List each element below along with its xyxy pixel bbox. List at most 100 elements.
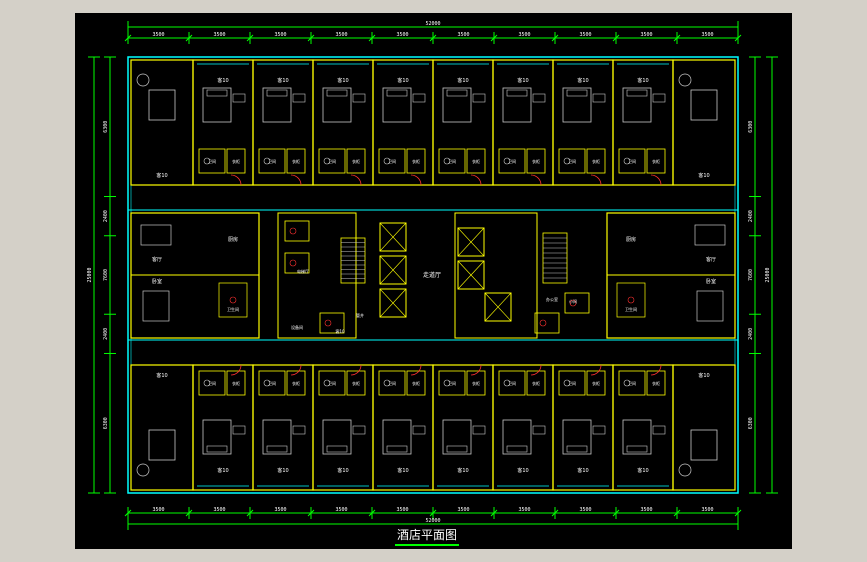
top-bathroom xyxy=(558,148,586,174)
pipe-shaft-label: 管井 xyxy=(356,312,364,318)
top-door-swing xyxy=(410,174,422,186)
top-bathroom-label: 卫间 xyxy=(208,158,216,164)
dim-bottom-slash xyxy=(368,509,376,517)
service-core xyxy=(277,212,590,339)
top-pillow xyxy=(326,89,348,97)
bottom-room-label: 客10 xyxy=(457,467,468,474)
dim-top-value: 3500 xyxy=(457,32,469,38)
dim-top-value: 3500 xyxy=(396,32,408,38)
dim-bottom-slash xyxy=(246,509,254,517)
dim-left-total-value: 25000 xyxy=(87,267,93,282)
bottom-nightstand xyxy=(532,425,546,435)
dim-top-slash xyxy=(429,34,437,42)
bottom-bathroom xyxy=(498,370,526,396)
top-bathroom xyxy=(498,148,526,174)
small-room-label: 小间 xyxy=(569,298,577,304)
bottom-nightstand xyxy=(232,425,246,435)
dim-bottom-slash xyxy=(307,509,315,517)
top-toilet xyxy=(623,157,631,165)
top-bathroom-label: 卫间 xyxy=(628,158,636,164)
top-closet-label: 衣柜 xyxy=(412,158,420,164)
top-pillow xyxy=(386,89,408,97)
bottom-bed xyxy=(322,419,352,455)
bottom-bathroom-label: 卫间 xyxy=(448,380,456,386)
dim-bottom-slash xyxy=(490,509,498,517)
bottom-closet-label: 衣柜 xyxy=(412,380,420,386)
dim-right-value: 7600 xyxy=(748,269,754,281)
dim-bottom-value: 3500 xyxy=(152,507,164,513)
bottom-bed xyxy=(262,419,292,455)
dim-right-total-value: 25000 xyxy=(765,267,771,282)
bottom-nightstand xyxy=(472,425,486,435)
elevator-cross xyxy=(457,260,485,290)
top-closet xyxy=(226,148,246,174)
core-fixture xyxy=(289,227,297,235)
dim-bottom-value: 3500 xyxy=(518,507,530,513)
dim-bottom-slash xyxy=(551,509,559,517)
bottom-bed xyxy=(622,419,652,455)
bottom-toilet xyxy=(203,379,211,387)
dim-left-value: 2400 xyxy=(103,328,109,340)
top-bathroom-label: 卫间 xyxy=(268,158,276,164)
core-fixture xyxy=(324,319,332,327)
bottom-room-label: 客10 xyxy=(397,467,408,474)
bottom-corner-bed xyxy=(148,429,176,461)
top-bathroom xyxy=(258,148,286,174)
bottom-door-swing xyxy=(530,364,542,376)
bottom-corner-suite xyxy=(130,364,194,491)
dim-top-value: 3500 xyxy=(335,32,347,38)
top-closet-label: 衣柜 xyxy=(592,158,600,164)
left-suite-bathroom xyxy=(218,282,248,318)
dim-top-slash xyxy=(612,34,620,42)
top-closet-label: 衣柜 xyxy=(232,158,240,164)
bottom-pillow xyxy=(566,445,588,453)
bottom-toilet xyxy=(323,379,331,387)
top-corner-bed xyxy=(148,89,176,121)
dim-left-value: 2400 xyxy=(103,210,109,222)
bottom-pillow xyxy=(446,445,468,453)
core-fixture xyxy=(539,319,547,327)
left-kitchen-label: 厨房 xyxy=(228,236,238,243)
right-suite-toilet xyxy=(627,296,635,304)
elevator-cross xyxy=(484,292,512,322)
top-closet xyxy=(526,148,546,174)
top-corner-table xyxy=(678,73,692,87)
top-bathroom xyxy=(618,148,646,174)
core-room-label: 客10 xyxy=(335,328,345,334)
core-small-room xyxy=(284,220,310,242)
top-toilet xyxy=(443,157,451,165)
top-bathroom-label: 卫间 xyxy=(508,158,516,164)
dim-top-value: 3500 xyxy=(213,32,225,38)
elevator-shaft xyxy=(379,222,407,252)
top-room-label: 客10 xyxy=(637,77,648,84)
top-pillow xyxy=(446,89,468,97)
elevator-cross xyxy=(457,227,485,257)
elevator-hall-label: 电梯厅 xyxy=(297,268,309,274)
top-pillow xyxy=(626,89,648,97)
bottom-door-swing xyxy=(650,364,662,376)
core-fixture xyxy=(289,259,297,267)
drawing-title: 酒店平面图 xyxy=(395,526,460,546)
top-room-label: 客10 xyxy=(217,77,228,84)
guest-rooms-top xyxy=(130,59,736,186)
top-closet-label: 衣柜 xyxy=(352,158,360,164)
bottom-corner-label: 客10 xyxy=(156,372,167,379)
bottom-room-label: 客10 xyxy=(217,467,228,474)
top-closet-label: 衣柜 xyxy=(652,158,660,164)
top-pillow xyxy=(266,89,288,97)
dim-bottom-slash xyxy=(673,509,681,517)
side-suites xyxy=(130,212,736,339)
bottom-corner-label: 客10 xyxy=(698,372,709,379)
top-toilet xyxy=(263,157,271,165)
bottom-bathroom xyxy=(438,370,466,396)
bottom-corner-table xyxy=(136,463,150,477)
bottom-room-label: 客10 xyxy=(637,467,648,474)
guest-rooms-bottom xyxy=(130,364,736,491)
dim-top-value: 3500 xyxy=(640,32,652,38)
dim-left-value: 7600 xyxy=(103,269,109,281)
bottom-corner-bed xyxy=(690,429,718,461)
dim-top-value: 3500 xyxy=(579,32,591,38)
top-room-label: 客10 xyxy=(457,77,468,84)
